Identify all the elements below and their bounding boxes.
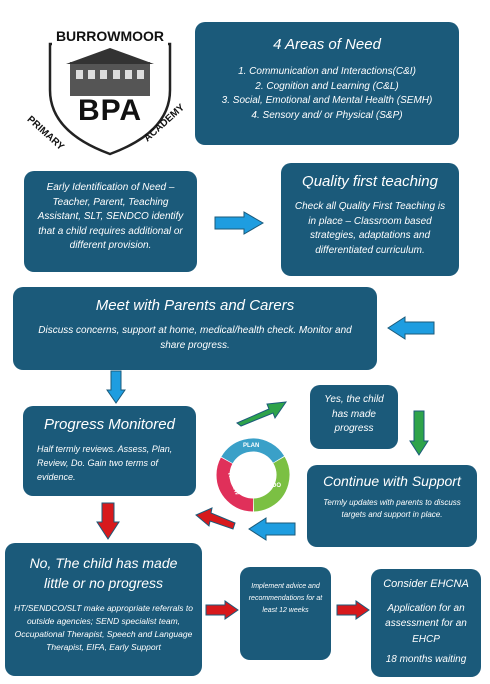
area-item: 2. Cognition and Learning (C&L) [255,80,399,92]
cycle-label-plan: PLAN [243,443,260,449]
arrow-left-continue-to-cycle [248,517,296,541]
early-identification-text: Early Identification of Need – Teacher, … [37,182,184,251]
no-progress-title: No, The child has made little or no prog… [29,555,178,592]
implement-text: Implement advice and recommendations for… [248,583,323,614]
ehcna-text: Application for an assessment for an EHC… [385,602,467,645]
area-item: 4. Sensory and/ or Physical (S&P) [251,109,403,121]
area-item: 3. Social, Emotional and Mental Health (… [221,95,433,106]
implement-advice-box: Implement advice and recommendations for… [240,567,331,660]
arrow-right-implement-to-ehcna [336,600,370,620]
arrow-left-down-cycle-to-progress [195,507,236,530]
continue-title: Continue with Support [323,473,461,489]
ehcna-title: Consider EHCNA [383,578,469,590]
quality-first-teaching-box: Quality first teaching Check all Quality… [281,163,459,276]
arrow-down-progress-to-no [96,502,120,540]
continue-support-box: Continue with Support Termly updates wit… [307,465,477,547]
school-logo: BURROWMOOR BPA PRIMARY ACADEMY [25,28,190,158]
progress-title: Progress Monitored [44,416,175,433]
consider-ehcna-box: Consider EHCNA Application for an assess… [371,569,481,677]
continue-text: Termly updates with parents to discuss t… [323,498,461,520]
arrow-down-yes-to-continue [409,410,429,456]
arrow-left-quality-to-meet [387,316,435,340]
quality-title: Quality first teaching [302,173,438,190]
early-identification-box: Early Identification of Need – Teacher, … [24,171,197,272]
arrow-down-meet-to-progress [106,370,126,404]
logo-initials: BPA [77,94,143,127]
areas-list: 1. Communication and Interactions(C&I) 2… [195,65,459,123]
areas-title: 4 Areas of Need [273,36,381,53]
logo-school-name: BURROWMOOR [55,28,165,44]
arrow-right-early-to-quality [214,211,264,235]
yes-progress-text: Yes, the child has made progress [324,394,384,434]
plan-do-review-cycle: PLAN DO REVIEW [215,437,291,513]
progress-text: Half termly reviews. Assess, Plan, Revie… [37,444,173,482]
meet-text: Discuss concerns, support at home, medic… [38,325,352,351]
arrow-up-right-to-yes [236,401,288,427]
yes-progress-box: Yes, the child has made progress [310,385,398,449]
no-progress-text: HT/SENDCO/SLT make appropriate referrals… [14,602,193,653]
no-progress-box: No, The child has made little or no prog… [5,543,202,676]
arrow-right-no-to-implement [205,600,239,620]
progress-monitored-box: Progress Monitored Half termly reviews. … [23,406,196,496]
ehcna-footer: 18 months waiting [385,654,467,666]
area-item: 1. Communication and Interactions(C&I) [238,66,416,77]
meet-parents-box: Meet with Parents and Carers Discuss con… [13,287,377,370]
cycle-label-do: DO [272,483,281,489]
meet-title: Meet with Parents and Carers [95,297,295,314]
areas-of-need-box: 4 Areas of Need 1. Communication and Int… [195,22,459,145]
quality-text: Check all Quality First Teaching is in p… [294,201,446,256]
